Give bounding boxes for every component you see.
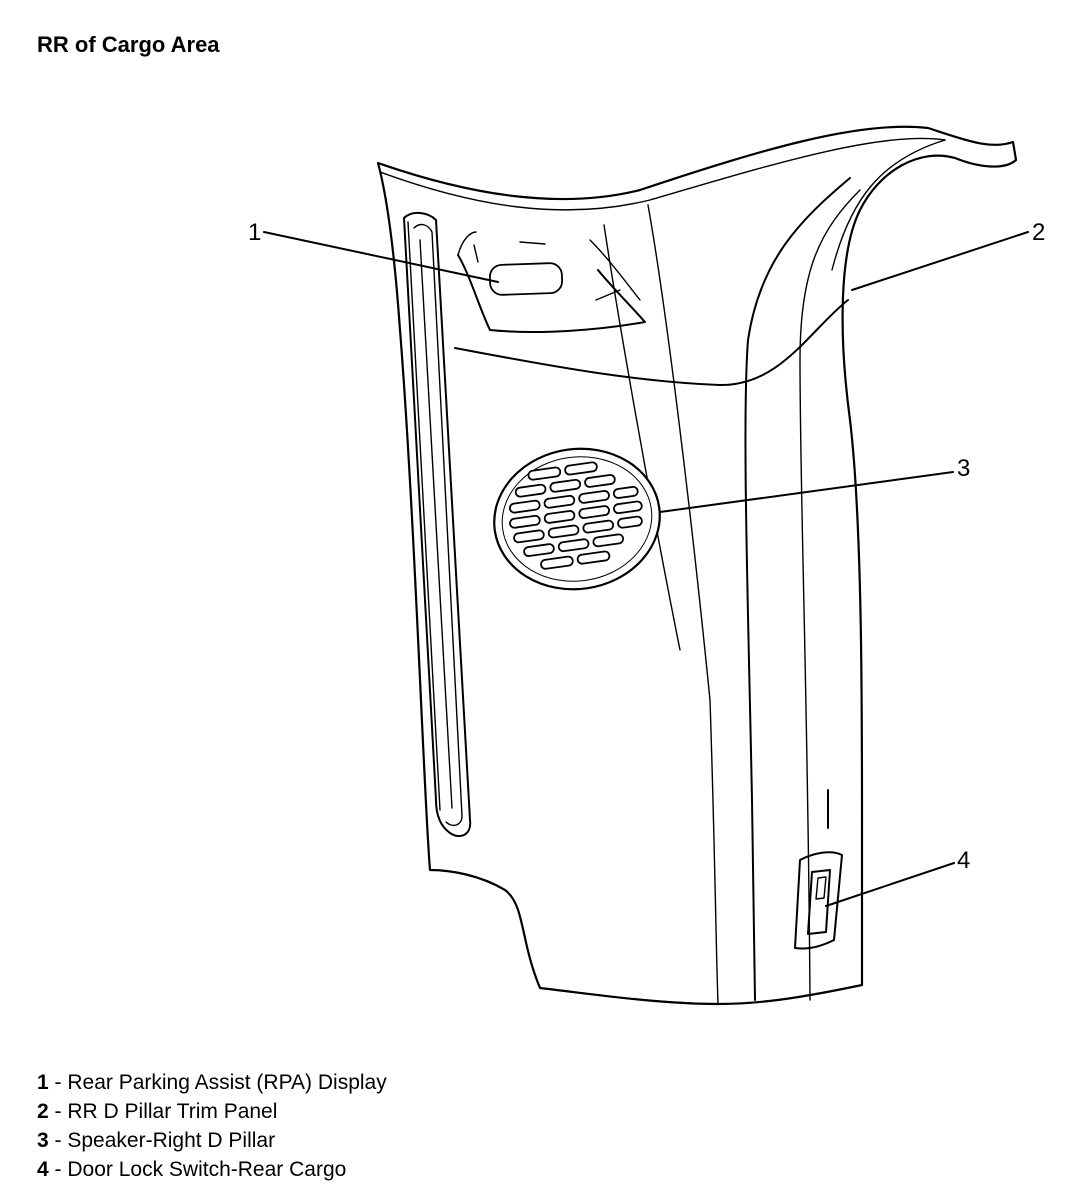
leader-lines [263,231,1029,907]
callout-3: 3 [957,455,970,482]
d-pillar-trim-panel [376,125,1018,1006]
legend-item: 4 - Door Lock Switch-Rear Cargo [37,1155,387,1184]
leader-line-2 [851,231,1029,291]
legend-number: 2 [37,1100,49,1123]
legend-separator: - [48,1158,68,1181]
legend-number: 3 [37,1129,49,1152]
callout-1: 1 [248,219,261,246]
leader-line-1 [263,231,499,283]
legend-item: 3 - Speaker-Right D Pillar [37,1126,387,1155]
legend-text: Door Lock Switch-Rear Cargo [67,1158,347,1181]
panel-grab-channel [403,212,472,838]
legend-separator: - [48,1100,68,1123]
legend-text: Rear Parking Assist (RPA) Display [67,1071,387,1094]
legend-item: 2 - RR D Pillar Trim Panel [37,1097,387,1126]
legend-separator: - [48,1129,68,1152]
legend-number: 1 [37,1071,49,1094]
door-lock-switch [794,789,843,950]
legend: 1 - Rear Parking Assist (RPA) Display 2 … [37,1068,387,1184]
leader-line-3 [659,471,954,513]
legend-text: RR D Pillar Trim Panel [67,1100,278,1123]
legend-text: Speaker-Right D Pillar [67,1129,276,1152]
legend-separator: - [48,1071,68,1094]
leader-line-4 [825,862,955,907]
callout-4: 4 [957,847,970,874]
speaker-grille [493,447,661,591]
rpa-display [457,231,646,333]
legend-item: 1 - Rear Parking Assist (RPA) Display [37,1068,387,1097]
diagram-title: RR of Cargo Area [37,32,220,57]
callout-2: 2 [1032,219,1045,246]
legend-number: 4 [37,1158,49,1181]
